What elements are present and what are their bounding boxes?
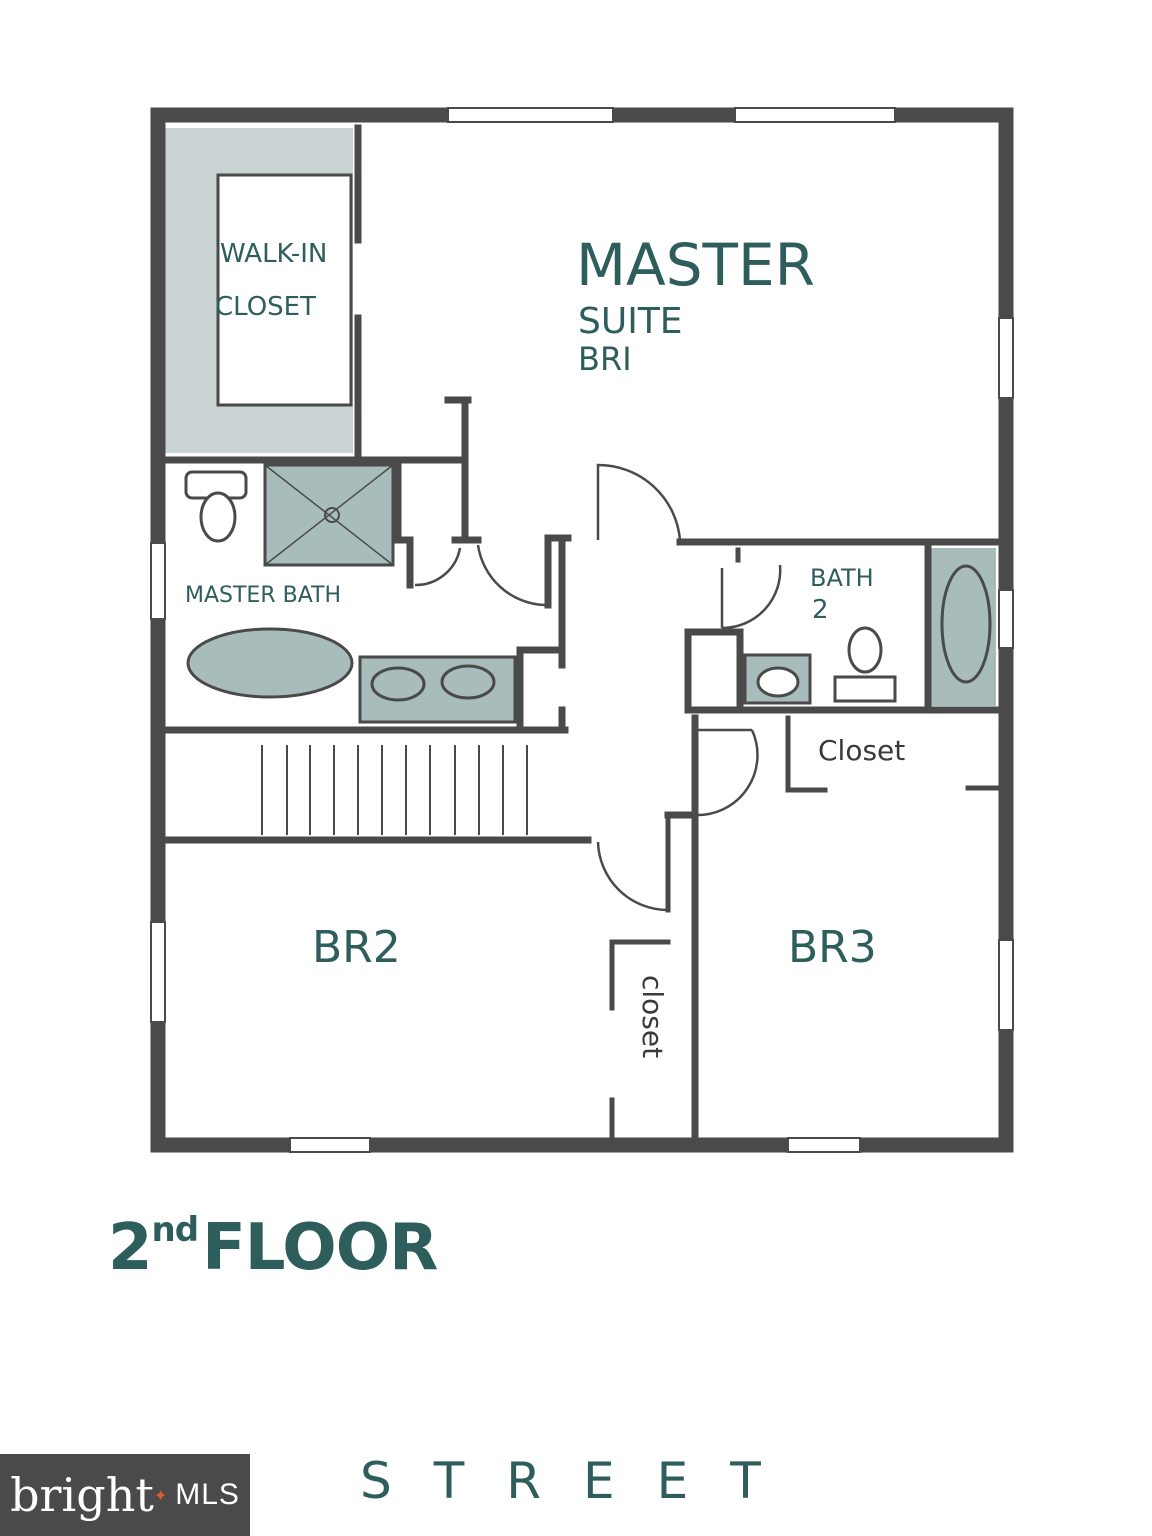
sink-right [440, 664, 496, 700]
logo-suffix: MLS [175, 1478, 240, 1511]
logo-spark-icon: ✦ [153, 1485, 168, 1505]
floor-plan: WALK-IN CLOSET MASTER SUITE BRI MASTER B… [150, 107, 1014, 1153]
shower-drain-icon [324, 507, 340, 523]
logo-brand: bright [10, 1468, 154, 1522]
br3-label: BR3 [788, 922, 877, 973]
windows [150, 107, 1014, 1153]
walk-in-closet-inner [216, 173, 353, 407]
floor-title-text: FLOOR [202, 1211, 438, 1285]
bath2-toilet-bowl [847, 626, 883, 674]
toilet-bowl [199, 491, 237, 543]
bath2-tub [940, 564, 992, 684]
bath2-label-2: 2 [812, 595, 829, 625]
floor-title-number: 2 [108, 1211, 153, 1285]
walk-in-closet-label-1: WALK-IN [220, 239, 327, 269]
master-suite-label-1: MASTER [576, 231, 815, 299]
master-suite-label-3: BRI [578, 340, 632, 378]
bathtub [186, 627, 354, 699]
walk-in-closet-label-2: CLOSET [215, 292, 316, 322]
floor-title-suffix: nd [151, 1210, 200, 1250]
bath2-toilet-tank [833, 675, 897, 703]
master-suite-label-2: SUITE [578, 301, 683, 342]
staircase [261, 745, 528, 835]
sink-left [370, 666, 426, 702]
closet-label-upper: Closet [818, 734, 905, 767]
closet-label-br2: closet [636, 975, 669, 1058]
floor-title: 2ndFLOOR [108, 1210, 438, 1285]
master-bath-label: MASTER BATH [185, 583, 341, 608]
street-label: STREET [360, 1452, 803, 1510]
br2-label: BR2 [312, 922, 401, 973]
bright-mls-logo: bright✦ MLS [0, 1454, 250, 1536]
door-swings [414, 463, 782, 912]
bath2-label-1: BATH [810, 564, 874, 592]
